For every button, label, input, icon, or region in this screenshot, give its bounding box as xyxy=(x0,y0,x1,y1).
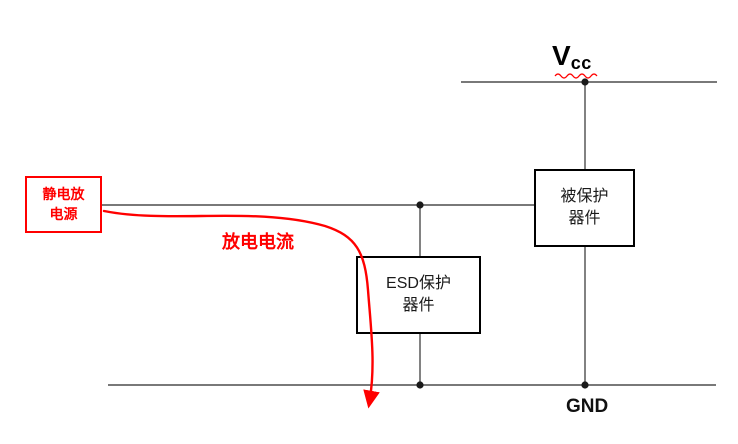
esd-source-label-line2: 电源 xyxy=(49,205,78,222)
junction-dot-gnd-protected xyxy=(581,381,589,389)
esd-source-box: 静电放 电源 xyxy=(25,176,102,233)
protected-device-box: 被保护 器件 xyxy=(534,169,635,247)
protected-device-label-line1: 被保护 xyxy=(560,188,609,206)
esd-protector-label-line1: ESD保护 xyxy=(386,275,451,293)
junction-dot-gnd-esd xyxy=(416,381,424,389)
vcc-label-sub: cc xyxy=(570,53,592,73)
protected-device-label-line2: 器件 xyxy=(568,210,601,227)
discharge-current-label: 放电电流 xyxy=(222,232,294,252)
vcc-label: Vcc xyxy=(552,40,592,74)
esd-source-label-line1: 静电放 xyxy=(42,185,85,202)
esd-protector-label-line2: 器件 xyxy=(402,297,435,314)
gnd-label: GND xyxy=(566,396,609,417)
junction-dot-signal xyxy=(416,201,424,209)
esd-protector-box: ESD保护 器件 xyxy=(356,256,481,334)
junction-dot-vcc xyxy=(581,78,589,86)
vcc-label-main: V xyxy=(552,40,571,71)
